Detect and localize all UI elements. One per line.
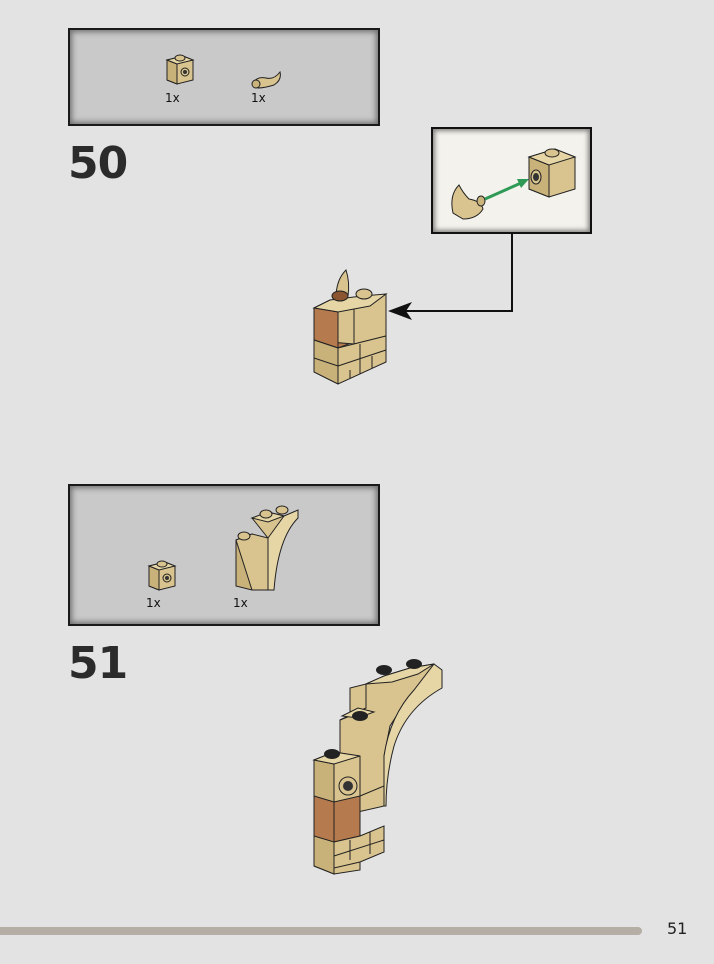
step-51-part-1-qty: 1x: [146, 596, 161, 610]
step-51-number: 51: [68, 638, 128, 689]
page-number: 51: [667, 919, 688, 938]
step-50-part-1-qty: 1x: [165, 91, 180, 105]
tan-arch-piece-icon: [235, 505, 299, 591]
step-51-part-2-qty: 1x: [233, 596, 248, 610]
step-51-model-illustration: [312, 659, 443, 875]
step-50-model-illustration: [312, 269, 388, 385]
tan-horn-piece-icon: [251, 70, 281, 89]
step-50-part-2-qty: 1x: [251, 91, 266, 105]
page-progress-bar: [0, 927, 642, 935]
callout-assembly-illustration: [451, 148, 577, 220]
tan-1x1-brick-side-stud-icon: [165, 54, 195, 85]
step-50-parts-box: 1x 1x: [68, 28, 380, 126]
step-50-number: 50: [68, 138, 128, 189]
step-51-parts-box: 1x 1x: [68, 484, 380, 626]
tan-1x1-brick-side-stud-icon: [147, 560, 177, 591]
step-50-callout: [431, 127, 592, 234]
